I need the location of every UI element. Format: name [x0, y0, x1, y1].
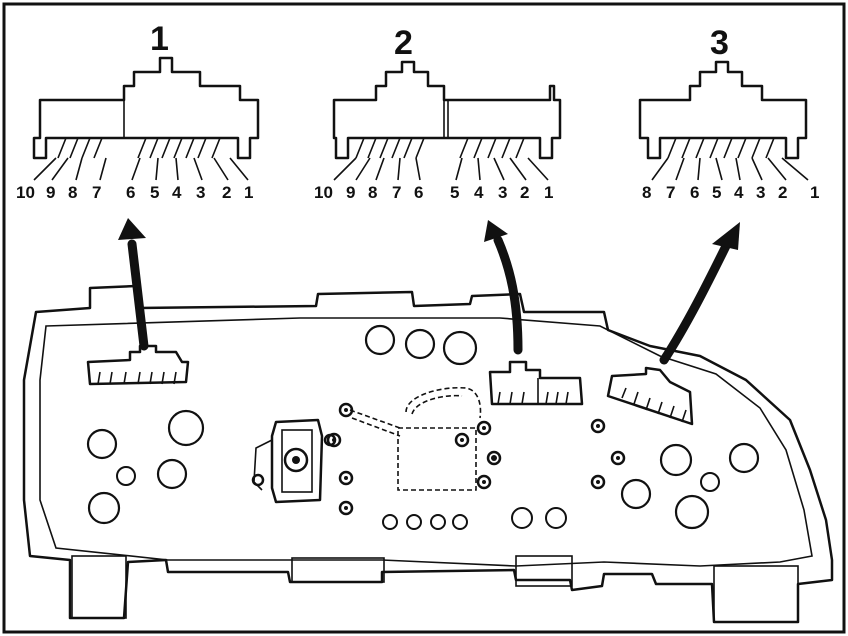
connector-3-terminals [667, 137, 775, 159]
connector-2-pin-8: 8 [368, 183, 377, 202]
connector-1-terminals [57, 137, 221, 159]
panel-connector-2 [488, 360, 584, 406]
connector-3-detail: 3 8 7 6 5 4 3 2 1 [638, 24, 819, 202]
connector-2-label: 2 [394, 24, 413, 62]
connector-2-detail: 2 10 9 8 7 6 5 4 3 2 1 [314, 24, 562, 202]
connector-1-pin-2: 2 [222, 183, 231, 202]
connector-1-pin-4: 4 [172, 183, 182, 202]
connector-2-pin-5: 5 [450, 183, 459, 202]
instrument-cluster-panel [22, 284, 834, 624]
connector-3-label: 3 [710, 24, 729, 62]
connector-2-pin-1: 1 [544, 183, 553, 202]
connector-3-arrow [659, 222, 740, 365]
connector-1-pin-3: 3 [196, 183, 205, 202]
connector-1-pin-8: 8 [68, 183, 77, 202]
hidden-circuit-outline [349, 386, 482, 491]
connector-3-pin-6: 6 [690, 183, 699, 202]
connector-1-detail: 1 10 9 8 7 6 5 4 3 2 1 [16, 20, 260, 202]
connector-3-pin-8: 8 [642, 183, 651, 202]
connector-1-pin-1: 1 [244, 183, 253, 202]
speedometer-drive-module [251, 418, 337, 504]
connector-1-arrow [118, 218, 149, 351]
connector-1-pin-5: 5 [150, 183, 159, 202]
connector-2-pin-6: 6 [414, 183, 423, 202]
connector-3-pin-3: 3 [756, 183, 765, 202]
panel-screws [326, 402, 626, 516]
connector-1-leader-lines [33, 157, 249, 181]
connector-1-label: 1 [150, 20, 169, 58]
connector-2-pin-3: 3 [498, 183, 507, 202]
connector-1-pin-6: 6 [126, 183, 135, 202]
connector-1-pin-10: 10 [16, 183, 35, 202]
connector-3-pin-5: 5 [712, 183, 721, 202]
connector-3-leader-lines [651, 157, 809, 181]
connector-2-pin-10: 10 [314, 183, 333, 202]
connector-2-pin-2: 2 [520, 183, 529, 202]
connector-3-pin-7: 7 [666, 183, 675, 202]
connector-3-pin-1: 1 [810, 183, 819, 202]
panel-connector-3 [606, 366, 694, 426]
connector-2-pin-4: 4 [474, 183, 484, 202]
connector-2-terminals [355, 137, 525, 159]
connector-2-arrow [484, 220, 523, 355]
connector-1-pin-7: 7 [92, 183, 101, 202]
connector-2-leader-lines [333, 157, 549, 181]
connector-3-pin-4: 4 [734, 183, 744, 202]
connector-3-pin-2: 2 [778, 183, 787, 202]
panel-connector-1 [86, 344, 190, 386]
connector-2-pin-9: 9 [346, 183, 355, 202]
connector-2-pin-7: 7 [392, 183, 401, 202]
connector-1-pin-9: 9 [46, 183, 55, 202]
